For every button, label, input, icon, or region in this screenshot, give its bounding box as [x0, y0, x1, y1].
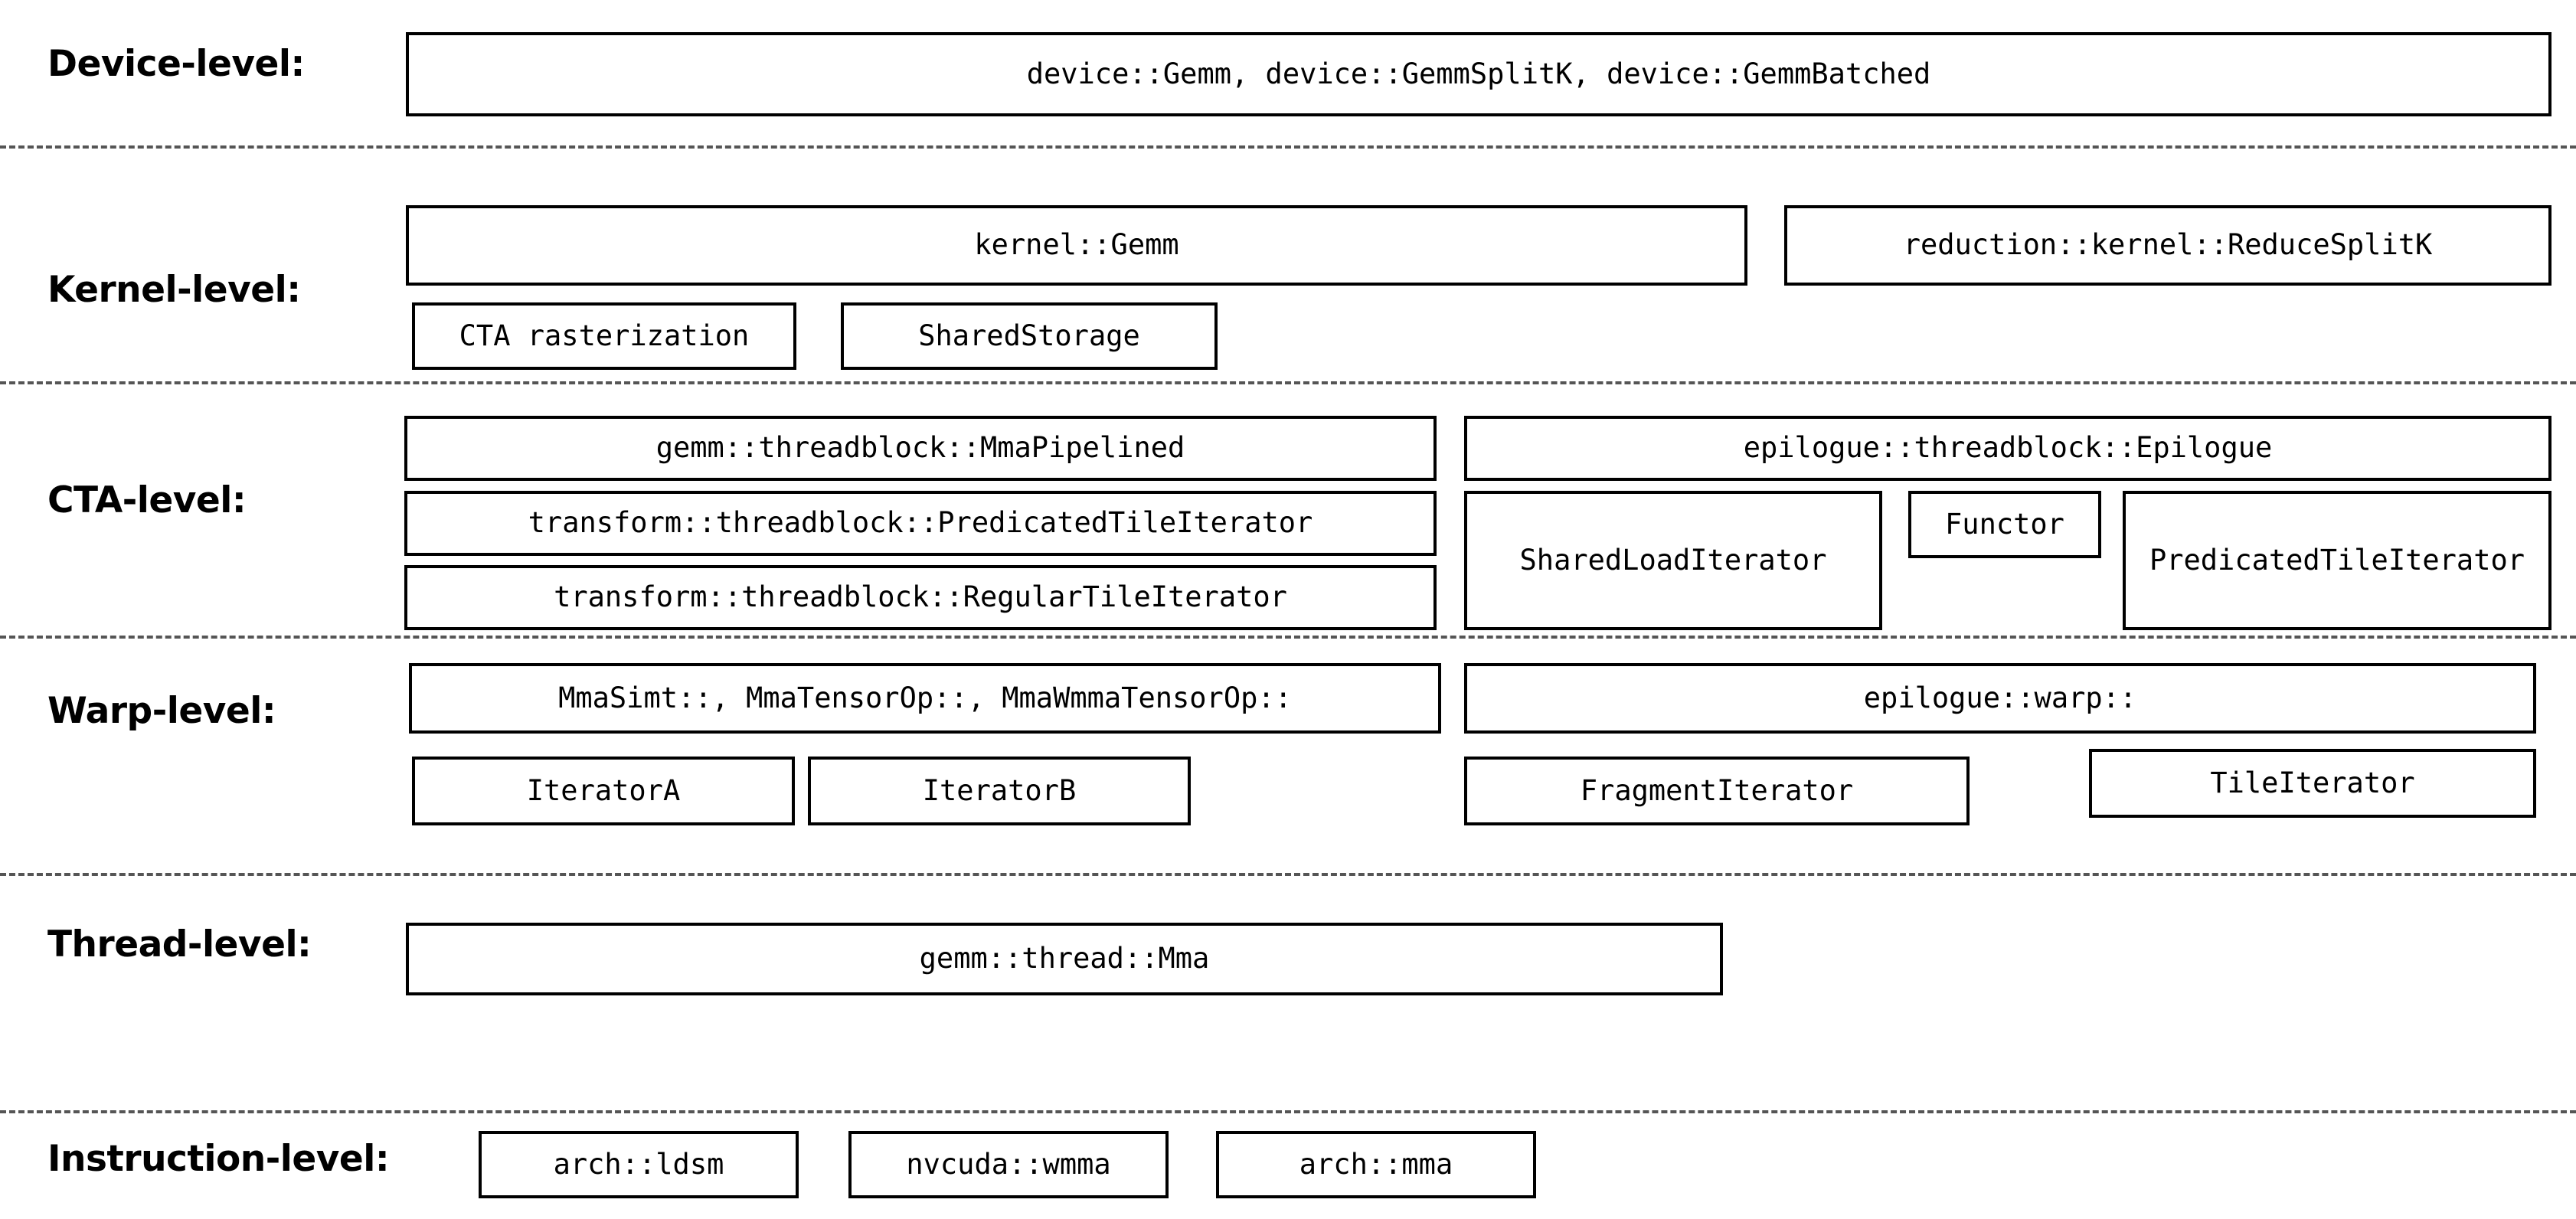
separator-kernel-cta — [0, 381, 2576, 384]
level-label-cta: CTA-level: — [47, 479, 247, 521]
separator-cta-warp — [0, 636, 2576, 639]
box-gemm-thread-mma[interactable]: gemm::thread::Mma — [406, 923, 1723, 995]
box-cta-rasterization[interactable]: CTA rasterization — [412, 302, 796, 370]
box-kernel-gemm[interactable]: kernel::Gemm — [406, 205, 1747, 286]
box-shared-load-iterator[interactable]: SharedLoadIterator — [1464, 491, 1882, 630]
box-fragment-iterator[interactable]: FragmentIterator — [1464, 757, 1970, 825]
box-mma-ops[interactable]: MmaSimt::, MmaTensorOp::, MmaWmmaTensorO… — [409, 663, 1441, 734]
separator-thread-instruction — [0, 1110, 2576, 1113]
level-label-instruction: Instruction-level: — [47, 1138, 390, 1180]
box-nvcuda-wmma[interactable]: nvcuda::wmma — [848, 1131, 1169, 1198]
box-arch-mma[interactable]: arch::mma — [1216, 1131, 1536, 1198]
separator-warp-thread — [0, 873, 2576, 876]
box-epilogue-warp[interactable]: epilogue::warp:: — [1464, 663, 2536, 734]
separator-device-kernel — [0, 145, 2576, 149]
box-iterator-a[interactable]: IteratorA — [412, 757, 795, 825]
box-transform-threadblock-predicatedtileiterator[interactable]: transform::threadblock::PredicatedTileIt… — [404, 491, 1437, 556]
box-shared-storage[interactable]: SharedStorage — [841, 302, 1218, 370]
level-label-device: Device-level: — [47, 43, 305, 85]
level-label-warp: Warp-level: — [47, 690, 276, 732]
box-functor[interactable]: Functor — [1908, 491, 2101, 558]
box-device-gemm[interactable]: device::Gemm, device::GemmSplitK, device… — [406, 32, 2551, 116]
box-tile-iterator[interactable]: TileIterator — [2089, 749, 2536, 818]
box-iterator-b[interactable]: IteratorB — [808, 757, 1191, 825]
box-arch-ldsm[interactable]: arch::ldsm — [479, 1131, 799, 1198]
box-epilogue-threadblock-epilogue[interactable]: epilogue::threadblock::Epilogue — [1464, 416, 2551, 481]
box-gemm-threadblock-mmapipelined[interactable]: gemm::threadblock::MmaPipelined — [404, 416, 1437, 481]
level-label-thread: Thread-level: — [47, 923, 312, 966]
box-transform-threadblock-regulartileiterator[interactable]: transform::threadblock::RegularTileItera… — [404, 565, 1437, 630]
box-reduction-kernel-reducesplitk[interactable]: reduction::kernel::ReduceSplitK — [1784, 205, 2551, 286]
box-predicated-tile-iterator[interactable]: PredicatedTileIterator — [2123, 491, 2551, 630]
level-label-kernel: Kernel-level: — [47, 269, 301, 311]
